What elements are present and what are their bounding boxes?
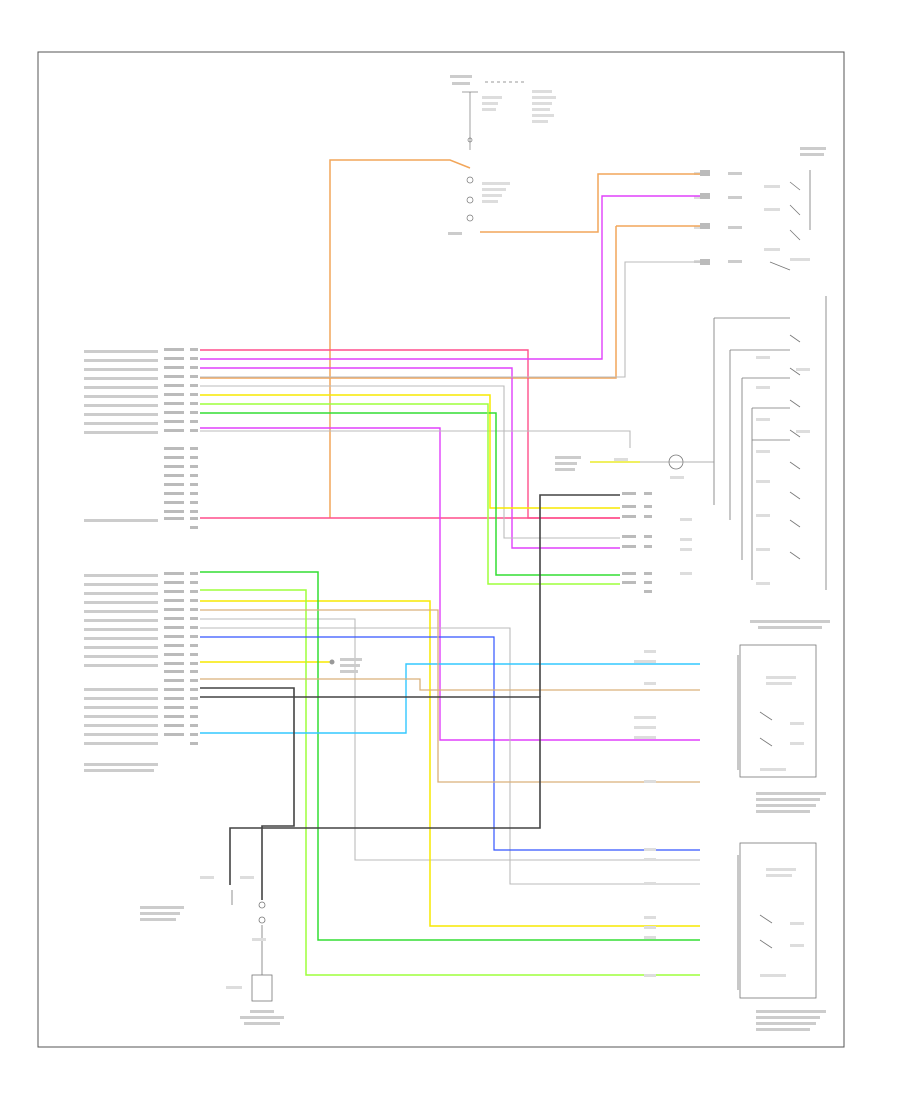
module-pins-lower (164, 572, 198, 745)
wire-pink (200, 349, 620, 519)
module-name-label (84, 763, 158, 772)
diagram-border (37, 51, 845, 1048)
module-pins-upper (164, 348, 198, 529)
wire-gray (200, 261, 700, 885)
fuse-labels (448, 75, 556, 235)
wire-lightgreen (200, 403, 700, 976)
module-connector-lower (84, 574, 158, 745)
lumbar-switch-upper (737, 644, 817, 778)
lumbar-switch-lower-labels (644, 848, 826, 1031)
wire-green (200, 412, 700, 941)
bottom-left-switch-labels (140, 876, 284, 1025)
lamp-symbol (555, 454, 714, 479)
seat-switch-top-labels (694, 147, 826, 263)
memory-switch-bank (713, 296, 827, 590)
module-connector-upper (84, 350, 158, 522)
wire-blue (200, 636, 700, 851)
wire-tan (200, 609, 700, 783)
wire-lightblue (200, 663, 700, 734)
lumbar-switch-lower (737, 842, 817, 999)
bottom-left-switch (231, 890, 273, 1002)
right-connector-pins (622, 492, 692, 593)
lumbar-switch-upper-labels (634, 620, 830, 813)
inline-connector (329, 658, 362, 673)
memory-switch-labels (756, 356, 810, 585)
wire-darkgray (200, 494, 620, 900)
wire-yellow (200, 394, 700, 927)
seat-switch-top-right (769, 170, 811, 271)
fuse-block-area (462, 81, 525, 222)
wire-violet (200, 195, 700, 741)
top-right-connector-labels (700, 170, 710, 265)
wire-orange-feed (200, 159, 700, 518)
